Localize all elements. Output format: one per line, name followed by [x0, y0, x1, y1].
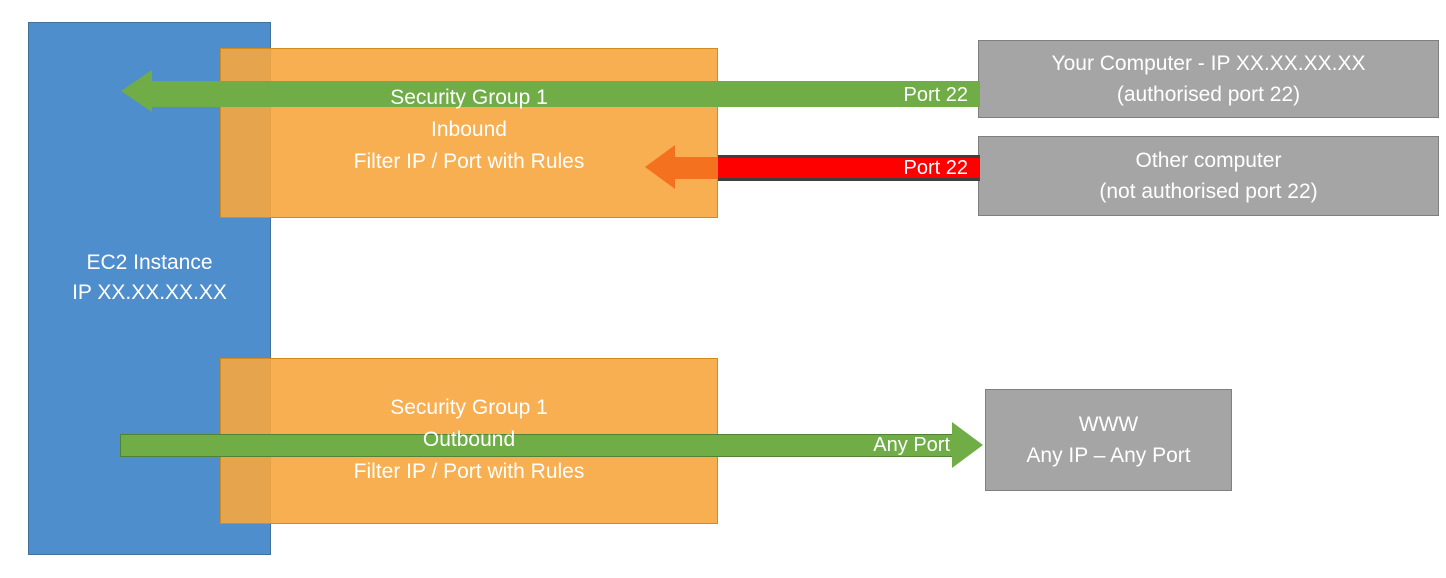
- security-group-inbound-box: [220, 48, 718, 218]
- endpoint-other-computer-box: Other computer (not authorised port 22): [978, 136, 1439, 216]
- endpoint-www-box: WWW Any IP – Any Port: [985, 389, 1232, 491]
- allowed-outbound-arrow-head-icon: [952, 422, 983, 468]
- allowed-outbound-arrow-shaft: [120, 434, 954, 457]
- blocked-inbound-arrow-head-icon: [645, 145, 675, 189]
- your-computer-name: Your Computer - IP XX.XX.XX.XX: [1051, 52, 1366, 75]
- allowed-inbound-arrow-head-icon: [121, 70, 152, 112]
- other-computer-name: Other computer: [1135, 149, 1282, 172]
- allowed-inbound-arrow-shaft: [150, 81, 720, 107]
- endpoint-your-computer-box: Your Computer - IP XX.XX.XX.XX (authoris…: [978, 40, 1439, 118]
- www-note: Any IP – Any Port: [1026, 444, 1191, 467]
- blocked-inbound-connector: [718, 155, 980, 181]
- your-computer-note: (authorised port 22): [1116, 83, 1301, 106]
- other-computer-note: (not authorised port 22): [1099, 180, 1318, 203]
- blocked-inbound-arrow-shaft: [674, 157, 720, 179]
- www-name: WWW: [1078, 413, 1139, 436]
- allowed-inbound-connector: [718, 81, 980, 107]
